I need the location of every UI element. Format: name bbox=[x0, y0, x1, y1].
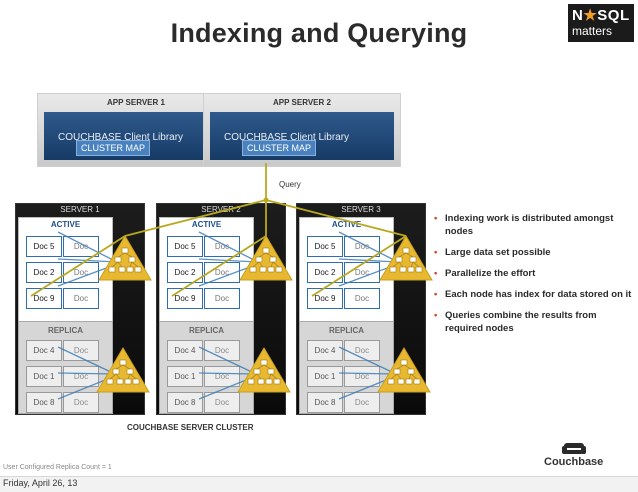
doc-box: Doc 8 bbox=[26, 392, 62, 413]
replica-label: REPLICA bbox=[328, 326, 365, 335]
doc-box: Doc bbox=[344, 262, 380, 283]
app-server-label: APP SERVER 2 bbox=[273, 98, 331, 107]
active-section: ACTIVE Doc 5 Doc Doc 2 Doc Doc 9 Doc bbox=[159, 217, 254, 323]
client-library-label: COUCHBASE Client Library bbox=[58, 132, 184, 143]
active-label: ACTIVE bbox=[191, 220, 222, 229]
logo-letter: N bbox=[572, 7, 584, 24]
doc-box: Doc bbox=[344, 288, 380, 309]
index-triangle-icon bbox=[377, 347, 431, 393]
query-lines bbox=[30, 163, 407, 297]
bullet-item: Each node has index for data stored on i… bbox=[431, 288, 635, 301]
bullet-item: Parallelize the effort bbox=[431, 267, 635, 280]
bullet-list: Indexing work is distributed amongst nod… bbox=[431, 212, 635, 343]
doc-box: Doc bbox=[344, 392, 380, 413]
server-label: SERVER 2 bbox=[201, 205, 241, 214]
logo-word: SQL bbox=[597, 7, 630, 24]
index-triangle-icon bbox=[98, 235, 152, 281]
doc-box: Doc 8 bbox=[307, 392, 343, 413]
client-library-box: COUCHBASE Client Library CLUSTER MAP bbox=[44, 112, 228, 160]
active-section: ACTIVE Doc 5 Doc Doc 2 Doc Doc 9 Doc bbox=[299, 217, 394, 323]
query-node bbox=[263, 197, 269, 203]
cluster-map-box: CLUSTER MAP bbox=[242, 140, 316, 156]
bottom-bar: Friday, April 26, 13 bbox=[0, 476, 638, 492]
replica-label: REPLICA bbox=[188, 326, 225, 335]
datestamp: Friday, April 26, 13 bbox=[3, 478, 78, 488]
doc-box: Doc bbox=[63, 366, 99, 387]
doc-box: Doc 2 bbox=[26, 262, 62, 283]
server-3: SERVER 3 ACTIVE Doc 5 Doc Doc 2 Doc Doc … bbox=[296, 203, 426, 415]
app-server-label: APP SERVER 1 bbox=[107, 98, 165, 107]
active-section: ACTIVE Doc 5 Doc Doc 2 Doc Doc 9 Doc bbox=[18, 217, 113, 323]
bullet-item: Large data set possible bbox=[431, 246, 635, 259]
active-label: ACTIVE bbox=[50, 220, 81, 229]
couchbase-logo: Couchbase bbox=[544, 440, 610, 472]
app-server-2: APP SERVER 2 COUCHBASE Client Library CL… bbox=[203, 93, 401, 167]
doc-box: Doc bbox=[63, 340, 99, 361]
index-triangle-icon bbox=[379, 235, 433, 281]
client-library-box: COUCHBASE Client Library CLUSTER MAP bbox=[210, 112, 394, 160]
cluster-map-box: CLUSTER MAP bbox=[76, 140, 150, 156]
doc-box: Doc bbox=[63, 288, 99, 309]
doc-box: Doc bbox=[63, 262, 99, 283]
doc-box: Doc bbox=[204, 366, 240, 387]
doc-box: Doc 4 bbox=[167, 340, 203, 361]
index-triangle-icon bbox=[237, 347, 291, 393]
query-label: Query bbox=[279, 180, 301, 189]
doc-box: Doc 1 bbox=[167, 366, 203, 387]
app-server-1: APP SERVER 1 COUCHBASE Client Library CL… bbox=[37, 93, 235, 167]
server-label: SERVER 1 bbox=[60, 205, 100, 214]
doc-box: Doc 4 bbox=[26, 340, 62, 361]
doc-box: Doc bbox=[344, 236, 380, 257]
doc-box: Doc 1 bbox=[26, 366, 62, 387]
doc-box: Doc 1 bbox=[307, 366, 343, 387]
doc-box: Doc 5 bbox=[307, 236, 343, 257]
star-icon: ★ bbox=[583, 7, 598, 24]
bullet-item: Queries combine the results from require… bbox=[431, 309, 635, 335]
server-label: SERVER 3 bbox=[341, 205, 381, 214]
client-library-label: COUCHBASE Client Library bbox=[224, 132, 350, 143]
doc-box: Doc bbox=[204, 340, 240, 361]
doc-box: Doc 5 bbox=[167, 236, 203, 257]
doc-box: Doc 8 bbox=[167, 392, 203, 413]
bullet-item: Indexing work is distributed amongst nod… bbox=[431, 212, 635, 238]
doc-box: Doc 5 bbox=[26, 236, 62, 257]
cluster-label: COUCHBASE SERVER CLUSTER bbox=[127, 423, 254, 432]
nosql-matters-logo: N★SQL matters bbox=[568, 4, 634, 42]
doc-box: Doc bbox=[344, 340, 380, 361]
doc-box: Doc bbox=[63, 392, 99, 413]
doc-box: Doc bbox=[344, 366, 380, 387]
doc-box: Doc 4 bbox=[307, 340, 343, 361]
doc-box: Doc bbox=[63, 236, 99, 257]
logo-subtitle: matters bbox=[572, 24, 613, 38]
doc-box: Doc bbox=[204, 262, 240, 283]
doc-box: Doc 2 bbox=[307, 262, 343, 283]
doc-box: Doc 2 bbox=[167, 262, 203, 283]
slide-title: Indexing and Querying bbox=[170, 18, 468, 48]
index-triangle-icon bbox=[96, 347, 150, 393]
index-triangle-icon bbox=[239, 235, 293, 281]
couch-icon bbox=[562, 443, 586, 454]
doc-box: Doc bbox=[204, 392, 240, 413]
replica-count-footnote: User Configured Replica Count = 1 bbox=[3, 464, 112, 471]
doc-box: Doc bbox=[204, 288, 240, 309]
replica-section: REPLICA Doc 4 Doc Doc 1 Doc Doc 8 Doc bbox=[299, 321, 394, 414]
brand-name: Couchbase bbox=[544, 456, 604, 468]
replica-label: REPLICA bbox=[47, 326, 84, 335]
replica-section: REPLICA Doc 4 Doc Doc 1 Doc Doc 8 Doc bbox=[18, 321, 113, 414]
replica-section: REPLICA Doc 4 Doc Doc 1 Doc Doc 8 Doc bbox=[159, 321, 254, 414]
active-label: ACTIVE bbox=[331, 220, 362, 229]
doc-box: Doc bbox=[204, 236, 240, 257]
